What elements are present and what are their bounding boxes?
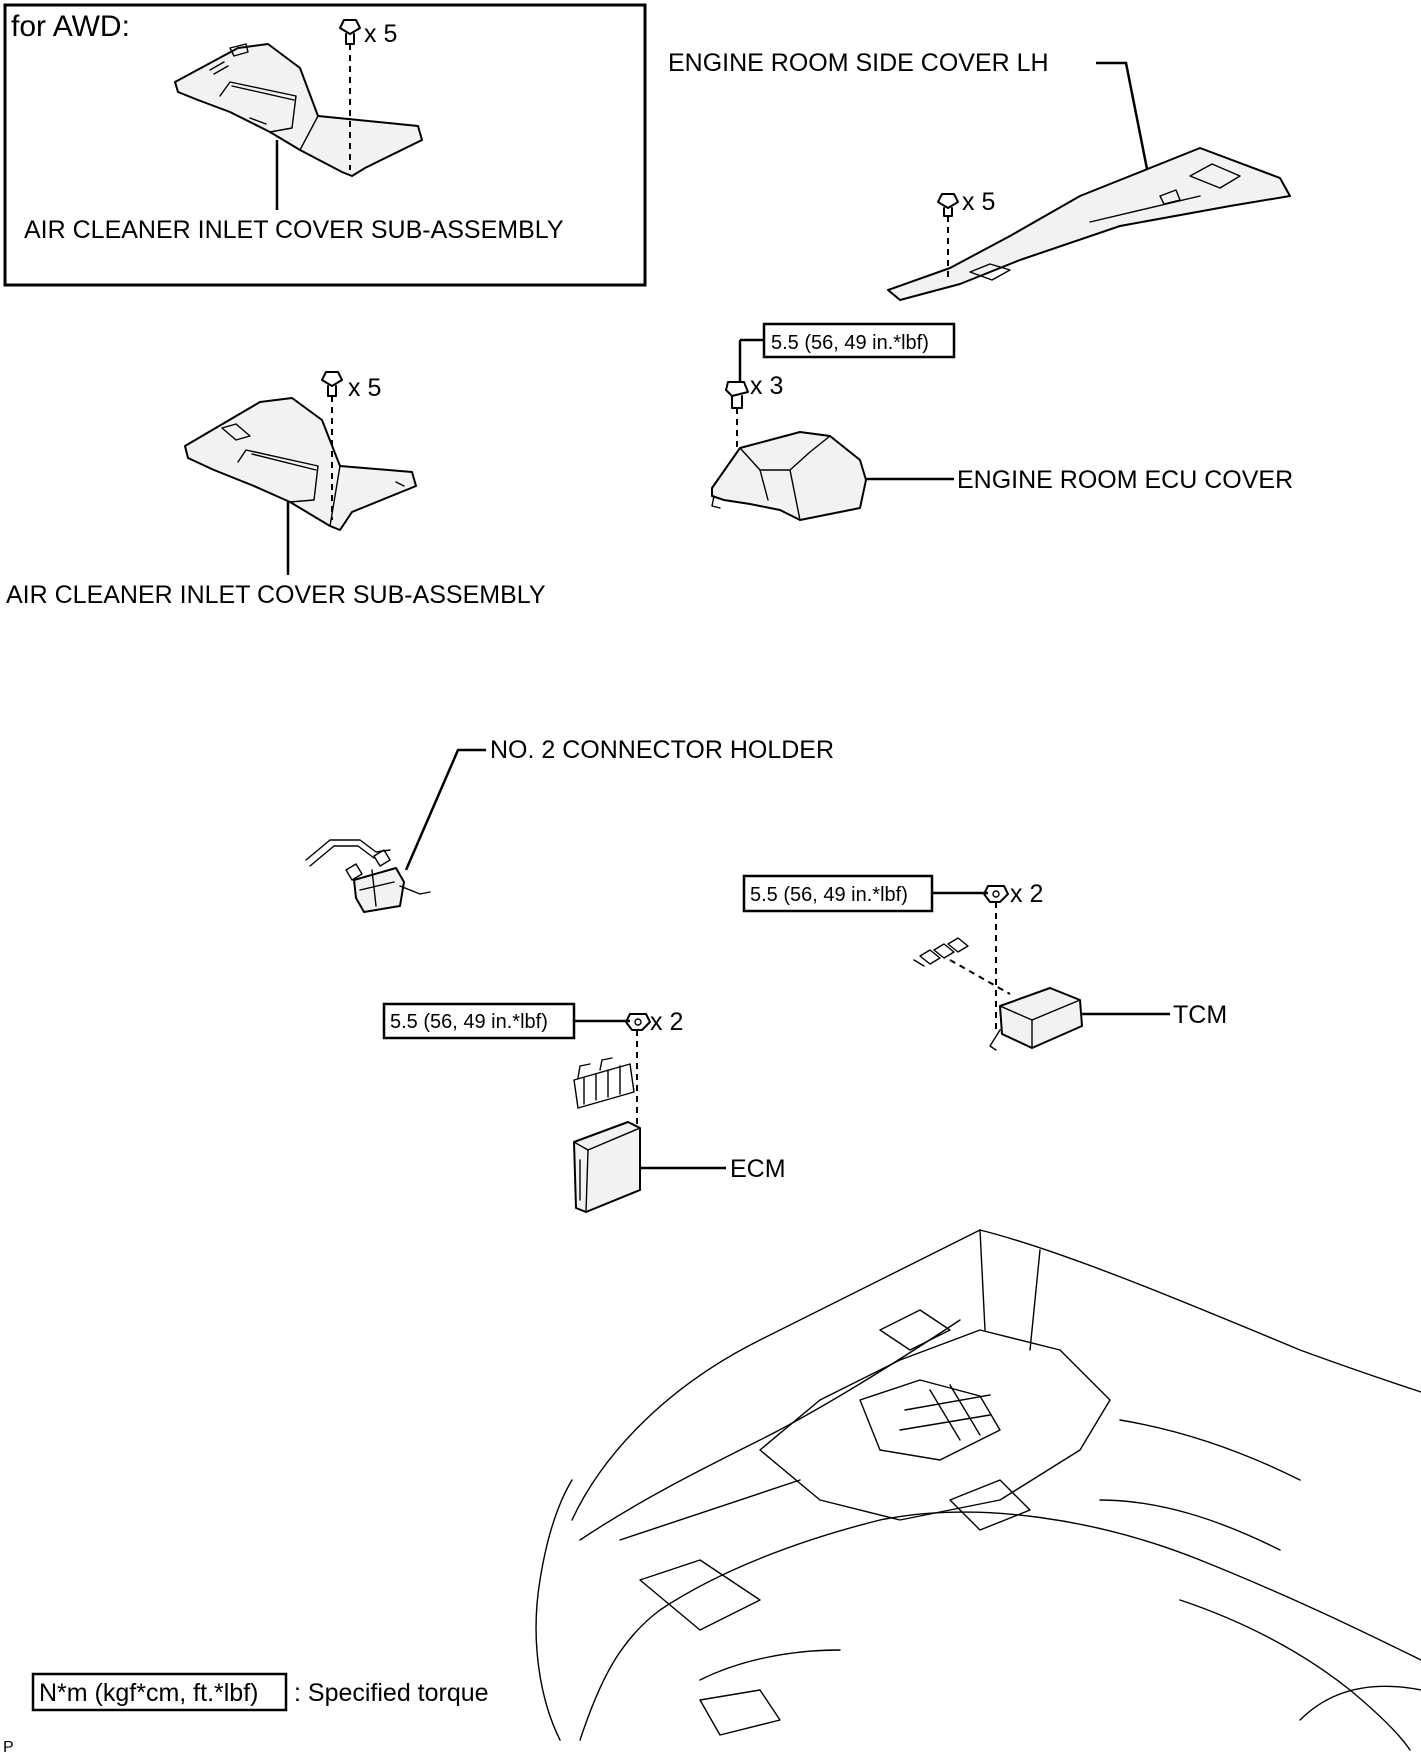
ecm-group: 5.5 (56, 49 in.*lbf) x 2 ECM: [382, 1002, 786, 1213]
vehicle-engine-bay: [535, 1229, 1421, 1751]
engine-side-cover: [887, 147, 1291, 301]
tcm-torque: 5.5 (56, 49 in.*lbf): [750, 884, 908, 906]
connector-holder-group: NO. 2 CONNECTOR HOLDER: [305, 736, 834, 913]
air-cleaner-part-label: AIR CLEANER INLET COVER SUB-ASSEMBLY: [6, 581, 546, 609]
ecm-nut-icon: [625, 1013, 651, 1031]
awd-clip-icon: [339, 19, 361, 45]
legend: N*m (kgf*cm, ft.*lbf) : Specified torque: [31, 1672, 489, 1712]
legend-description: : Specified torque: [294, 1679, 489, 1707]
engine-side-cover-group: ENGINE ROOM SIDE COVER LH x 5: [668, 49, 1291, 301]
connector-holder-label: NO. 2 CONNECTOR HOLDER: [490, 736, 834, 764]
ecm-qty: x 2: [650, 1008, 683, 1036]
tcm-group: 5.5 (56, 49 in.*lbf) x 2 TCM: [742, 874, 1227, 1051]
ecu-cover-qty: x 3: [750, 372, 783, 400]
ecm-part-label: ECM: [730, 1155, 786, 1183]
awd-inset-title: for AWD:: [11, 10, 130, 43]
awd-inset: for AWD: x 5 AIR CLEANER INLET COVER SUB…: [3, 3, 647, 287]
tcm-connector-dash: [949, 959, 1011, 995]
engine-side-cover-leader: [1096, 61, 1150, 175]
air-cleaner-qty: x 5: [348, 374, 381, 402]
connector-holder-leader: [404, 748, 486, 871]
ecu-cover-torque-box: [762, 322, 956, 359]
tcm-torque-box: [742, 874, 934, 913]
engine-side-cover-label: ENGINE ROOM SIDE COVER LH: [668, 49, 1049, 77]
connector-holder: [305, 839, 431, 913]
awd-part-label: AIR CLEANER INLET COVER SUB-ASSEMBLY: [24, 216, 564, 244]
legend-torque-box: [31, 1672, 288, 1712]
tcm-qty: x 2: [1010, 880, 1043, 908]
ecm-connector: [573, 1057, 635, 1109]
figure-code: P: [3, 1739, 14, 1756]
ecu-cover-group: 5.5 (56, 49 in.*lbf) x 3 ENGINE ROOM ECU…: [711, 322, 1293, 521]
awd-air-cleaner-cover: [174, 43, 423, 177]
ecu-cover: [711, 431, 867, 521]
ecu-cover-bolt-icon: [725, 381, 749, 409]
awd-qty: x 5: [364, 20, 397, 48]
ecm-torque-box: [382, 1002, 576, 1040]
air-cleaner-cover-group: x 5 AIR CLEANER INLET COVER SUB-ASSEMBLY: [6, 371, 546, 609]
engine-side-cover-clip-icon: [937, 193, 959, 217]
ecu-cover-torque: 5.5 (56, 49 in.*lbf): [771, 332, 929, 354]
tcm-connector: [913, 937, 969, 967]
engine-side-cover-qty: x 5: [962, 188, 995, 216]
tcm-nut-icon: [983, 885, 1009, 903]
air-cleaner-clip-icon: [321, 371, 343, 397]
tcm-part-label: TCM: [1173, 1001, 1227, 1029]
tcm-module: [989, 987, 1083, 1051]
awd-inset-frame: [3, 3, 647, 287]
legend-torque-unit: N*m (kgf*cm, ft.*lbf): [39, 1679, 258, 1707]
ecu-cover-part-label: ENGINE ROOM ECU COVER: [957, 466, 1293, 494]
air-cleaner-cover: [184, 397, 417, 531]
ecm-module: [573, 1121, 641, 1213]
ecm-torque: 5.5 (56, 49 in.*lbf): [390, 1011, 548, 1033]
